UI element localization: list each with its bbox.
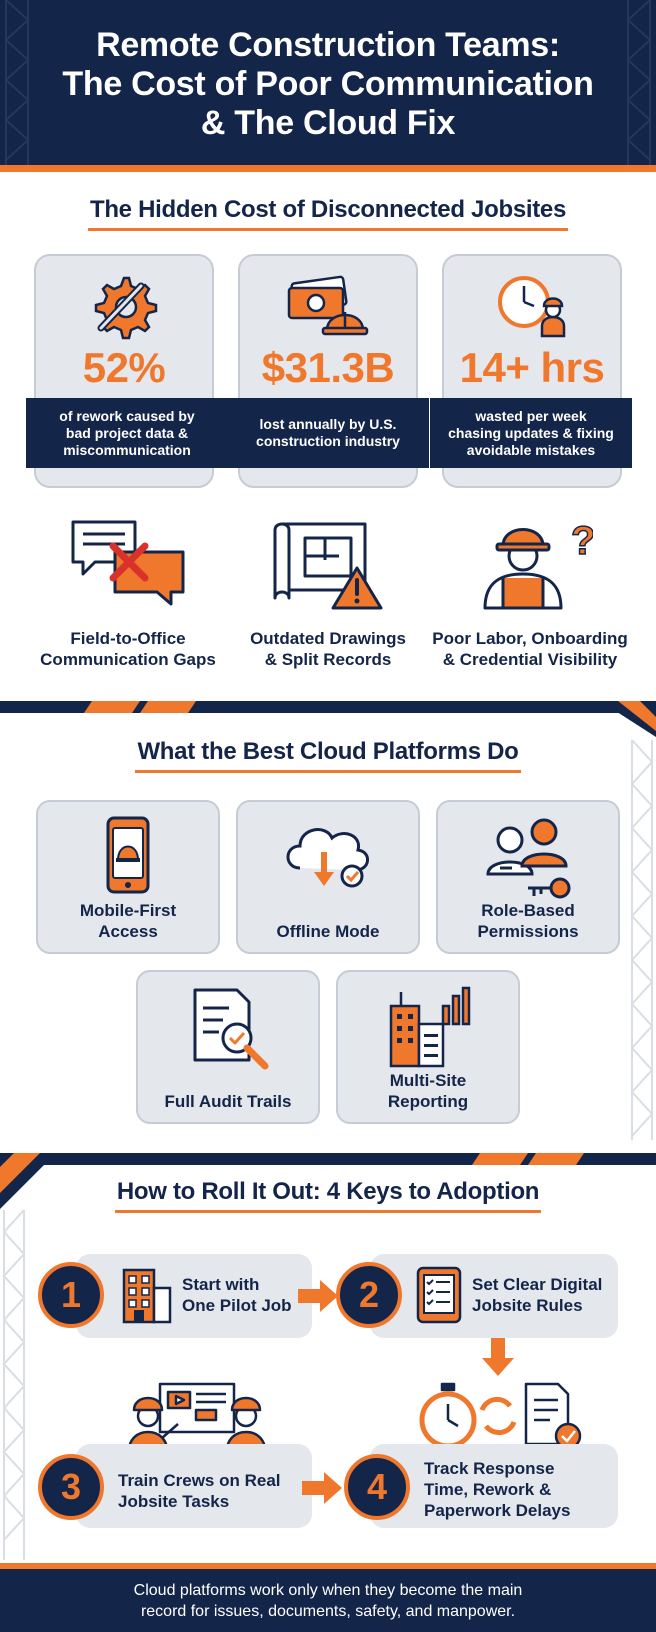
worker-question-icon: ? bbox=[483, 518, 593, 610]
crane-tower-right-icon bbox=[626, 0, 652, 165]
scaffold-left-icon bbox=[2, 1210, 26, 1560]
step-text-3: Train Crews on Real Jobsite Tasks bbox=[118, 1471, 281, 1511]
title-line-3: & The Cloud Fix bbox=[200, 104, 456, 142]
feature-mobile-first: Mobile-First Access bbox=[36, 800, 220, 954]
stopwatch-document-icon bbox=[419, 1382, 582, 1450]
arrow-right-icon bbox=[302, 1472, 342, 1504]
building-icon bbox=[122, 1268, 172, 1324]
feature-offline-mode: Offline Mode bbox=[236, 800, 420, 954]
step-card-2 bbox=[370, 1254, 618, 1338]
scaffold-right-icon bbox=[630, 740, 654, 1140]
step-text-4: Track Response Time, Rework & Paperwork … bbox=[424, 1459, 571, 1520]
arrow-down-icon bbox=[482, 1338, 514, 1376]
section-title-roll-out: How to Roll It Out: 4 Keys to Adoption bbox=[0, 1178, 656, 1213]
document-magnifier-icon bbox=[193, 988, 269, 1070]
step-number-3: 3 bbox=[38, 1454, 104, 1520]
users-key-icon bbox=[486, 818, 571, 899]
crane-tower-left-icon bbox=[4, 0, 30, 165]
feature-audit-trails: Full Audit Trails bbox=[136, 970, 320, 1124]
footer-banner: Cloud platforms work only when they beco… bbox=[0, 1563, 656, 1632]
stat-card-rework: 52% bbox=[34, 254, 214, 488]
cloud-download-icon bbox=[286, 828, 369, 888]
chat-cross-icon bbox=[71, 520, 185, 606]
problem-labor-visibility: ? Poor Labor, Onboarding & Credential Vi… bbox=[430, 516, 630, 669]
divider-stripes-icon bbox=[84, 701, 656, 737]
crew-training-icon bbox=[126, 1382, 268, 1456]
header-banner: Remote Construction Teams: The Cost of P… bbox=[0, 0, 656, 172]
step-number-1: 1 bbox=[38, 1262, 104, 1328]
stat-caption-band: wasted per week chasing updates & fixing… bbox=[430, 398, 632, 468]
step-number-2: 2 bbox=[336, 1262, 402, 1328]
buildings-chart-icon bbox=[389, 986, 471, 1068]
divider-stripes-icon bbox=[0, 1153, 584, 1209]
stat-value: 14+ hrs bbox=[459, 344, 605, 391]
gear-wrench-icon bbox=[94, 276, 158, 340]
stat-value: 52% bbox=[82, 344, 166, 391]
stat-caption-band: of rework caused by bad project data & m… bbox=[26, 398, 228, 468]
stat-value: $31.3B bbox=[261, 344, 395, 391]
blueprint-warning-icon bbox=[273, 522, 383, 610]
footer-line-2: record for issues, documents, safety, an… bbox=[140, 1603, 516, 1620]
clock-worker-icon bbox=[498, 276, 566, 338]
tablet-checklist-icon bbox=[416, 1266, 462, 1324]
money-hardhat-icon bbox=[287, 275, 369, 336]
step-card-4 bbox=[370, 1444, 618, 1528]
step-card-3 bbox=[76, 1444, 312, 1528]
title-line-1: Remote Construction Teams: bbox=[96, 26, 560, 64]
stat-caption-band: lost annually by U.S. construction indus… bbox=[227, 398, 429, 468]
step-card-1 bbox=[76, 1254, 312, 1338]
problem-communication-gaps: Field-to-Office Communication Gaps bbox=[28, 516, 228, 669]
section-title-hidden-cost: The Hidden Cost of Disconnected Jobsites bbox=[0, 196, 656, 231]
section-title-cloud-platforms: What the Best Cloud Platforms Do bbox=[0, 738, 656, 773]
svg-text:?: ? bbox=[571, 519, 593, 563]
title-line-2: The Cost of Poor Communication bbox=[62, 65, 594, 103]
step-text-1: Start with One Pilot Job bbox=[182, 1275, 292, 1315]
arrow-right-icon bbox=[298, 1280, 338, 1312]
feature-role-permissions: Role-Based Permissions bbox=[436, 800, 620, 954]
feature-multi-site-reporting: Multi-Site Reporting bbox=[336, 970, 520, 1124]
problem-outdated-drawings: Outdated Drawings & Split Records bbox=[228, 516, 428, 669]
footer-line-1: Cloud platforms work only when they beco… bbox=[133, 1582, 523, 1599]
step-number-4: 4 bbox=[344, 1454, 410, 1520]
phone-hardhat-icon bbox=[106, 816, 150, 894]
step-text-2: Set Clear Digital Jobsite Rules bbox=[472, 1275, 603, 1315]
page-title: Remote Construction Teams: The Cost of P… bbox=[40, 26, 616, 143]
